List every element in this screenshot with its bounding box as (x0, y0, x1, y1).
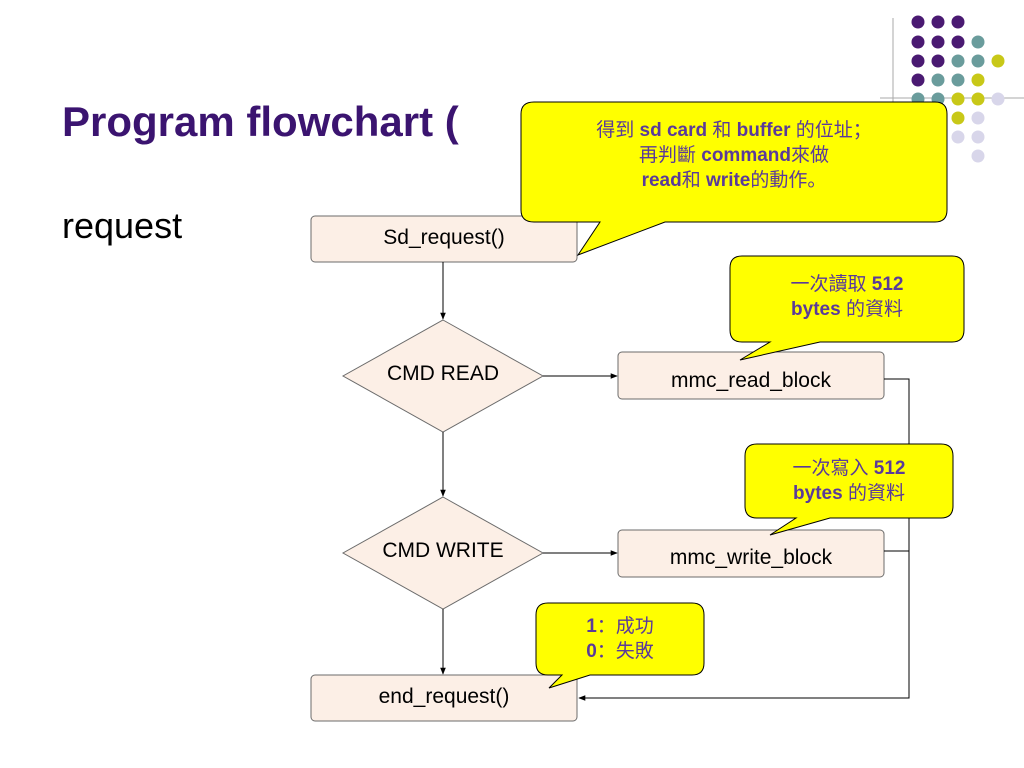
cmd-write-label: CMD WRITE (382, 539, 504, 562)
callout-request-text: 得到 sd card 和 buffer 的位址； 再判斷 command來做 r… (521, 118, 947, 193)
sd-request-label: Sd_request() (383, 226, 505, 249)
callout-read-text: 一次讀取 512 bytes 的資料 (730, 272, 964, 322)
callout-write-line1: 一次寫入 512 (792, 458, 906, 479)
callout-result-line1: 1：成功 (586, 616, 654, 637)
mmc-write-box (617, 529, 885, 578)
sd-request-box (310, 215, 578, 263)
mmc-read-box (617, 351, 885, 400)
callout-read-bubble (729, 255, 965, 361)
callout-write-bubble (744, 443, 954, 536)
callout-read-line2: bytes 的資料 (791, 299, 903, 320)
cmd-read-label: CMD READ (386, 362, 499, 385)
callout-request-line1: 得到 sd card 和 buffer 的位址； (596, 120, 872, 141)
callout-write-text: 一次寫入 512 bytes 的資料 (745, 456, 953, 506)
callout-write-line2: bytes 的資料 (793, 483, 905, 504)
callout-result-text: 1：成功 0：失敗 (536, 614, 704, 664)
callout-result-line2: 0：失敗 (586, 641, 654, 662)
callout-request-line3: read和 write的動作。 (641, 170, 827, 191)
callout-result-bubble (535, 602, 705, 689)
mmc-read-label: mmc_read_block (671, 369, 831, 392)
return-line (578, 378, 910, 701)
slide-title: Program flowchart ( (62, 98, 459, 145)
end-request-label: end_request() (378, 685, 510, 708)
callout-request-bubble (520, 101, 948, 257)
slide-subtitle: request (62, 205, 183, 246)
callout-read-line1: 一次讀取 512 (790, 274, 904, 295)
callout-request-line2: 再判斷 command來做 (638, 145, 830, 166)
mmc-write-label: mmc_write_block (669, 546, 833, 569)
end-request-box (310, 674, 578, 722)
